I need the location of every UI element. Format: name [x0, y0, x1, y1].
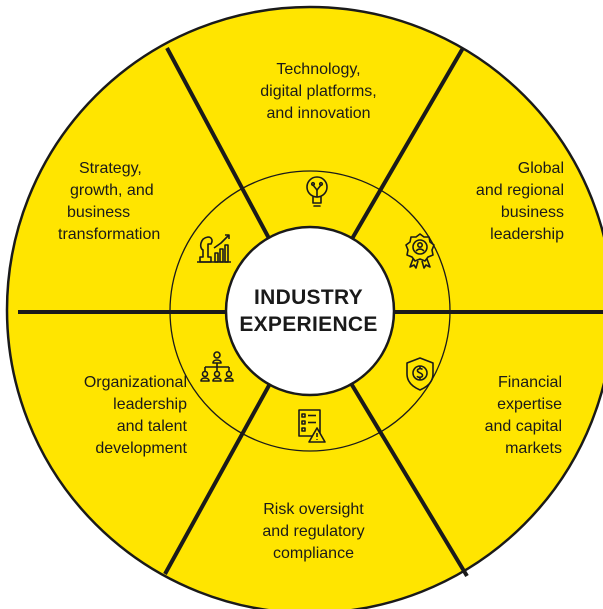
- segment-dividers: [18, 46, 603, 578]
- segment-label-technology-line-3: and innovation: [266, 105, 371, 122]
- dollar-shield-icon: [406, 357, 434, 391]
- segment-label-financial-line-4: markets: [505, 440, 562, 457]
- segment-label-strategy-line-3: business: [67, 204, 131, 221]
- inner-ring: [169, 170, 451, 452]
- segment-label-strategy-line-2: growth, and: [70, 182, 154, 199]
- segment-label-technology: Technology, digital platforms, and innov…: [246, 59, 391, 125]
- divider-bottom-left: [163, 379, 274, 575]
- divider-top-right: [347, 46, 465, 246]
- award-badge-icon: [405, 233, 435, 269]
- segment-label-global-line-4: leadership: [490, 226, 564, 243]
- segment-label-risk: Risk oversight and regulatory compliance: [246, 499, 381, 565]
- center-title-line-2: EXPERIENCE: [239, 313, 378, 336]
- checklist-warning-icon: [298, 409, 326, 443]
- center-title: INDUSTRY EXPERIENCE: [226, 284, 391, 338]
- segment-label-organizational-line-3: and talent: [116, 418, 187, 435]
- segment-label-financial-line-3: and capital: [484, 418, 562, 435]
- center-title-line-1: INDUSTRY: [254, 286, 363, 309]
- segment-label-global-line-2: and regional: [475, 182, 564, 199]
- segment-label-financial: Financial expertise and capital markets: [462, 372, 562, 460]
- lightbulb-icon: [306, 176, 328, 207]
- segment-label-risk-line-3: compliance: [273, 545, 354, 562]
- divider-top-left: [165, 47, 274, 245]
- segment-label-financial-line-2: expertise: [497, 396, 562, 413]
- segment-label-global: Global and regional business leadership: [446, 158, 564, 246]
- segment-label-organizational-line-2: leadership: [113, 396, 187, 413]
- segment-label-global-line-1: Global: [517, 160, 564, 177]
- segment-label-strategy: Strategy, growth, and business transform…: [58, 158, 178, 246]
- segment-label-organizational: Organizational leadership and talent dev…: [57, 372, 187, 460]
- segment-label-technology-line-1: Technology,: [276, 61, 361, 78]
- segment-label-strategy-line-4: transformation: [58, 226, 161, 243]
- org-chart-icon: [200, 351, 234, 382]
- segment-label-organizational-line-1: Organizational: [83, 374, 187, 391]
- segment-label-technology-line-2: digital platforms,: [260, 83, 377, 100]
- center-circle: [224, 225, 396, 397]
- divider-bottom-right: [347, 378, 469, 578]
- segment-label-organizational-line-4: development: [95, 440, 187, 457]
- segment-label-global-line-3: business: [500, 204, 564, 221]
- segment-label-financial-line-1: Financial: [497, 374, 562, 391]
- segment-label-strategy-line-1: Strategy,: [79, 160, 142, 177]
- segment-label-risk-line-2: and regulatory: [262, 523, 365, 540]
- segment-label-risk-line-1: Risk oversight: [263, 501, 364, 518]
- chess-growth-icon: [197, 234, 231, 263]
